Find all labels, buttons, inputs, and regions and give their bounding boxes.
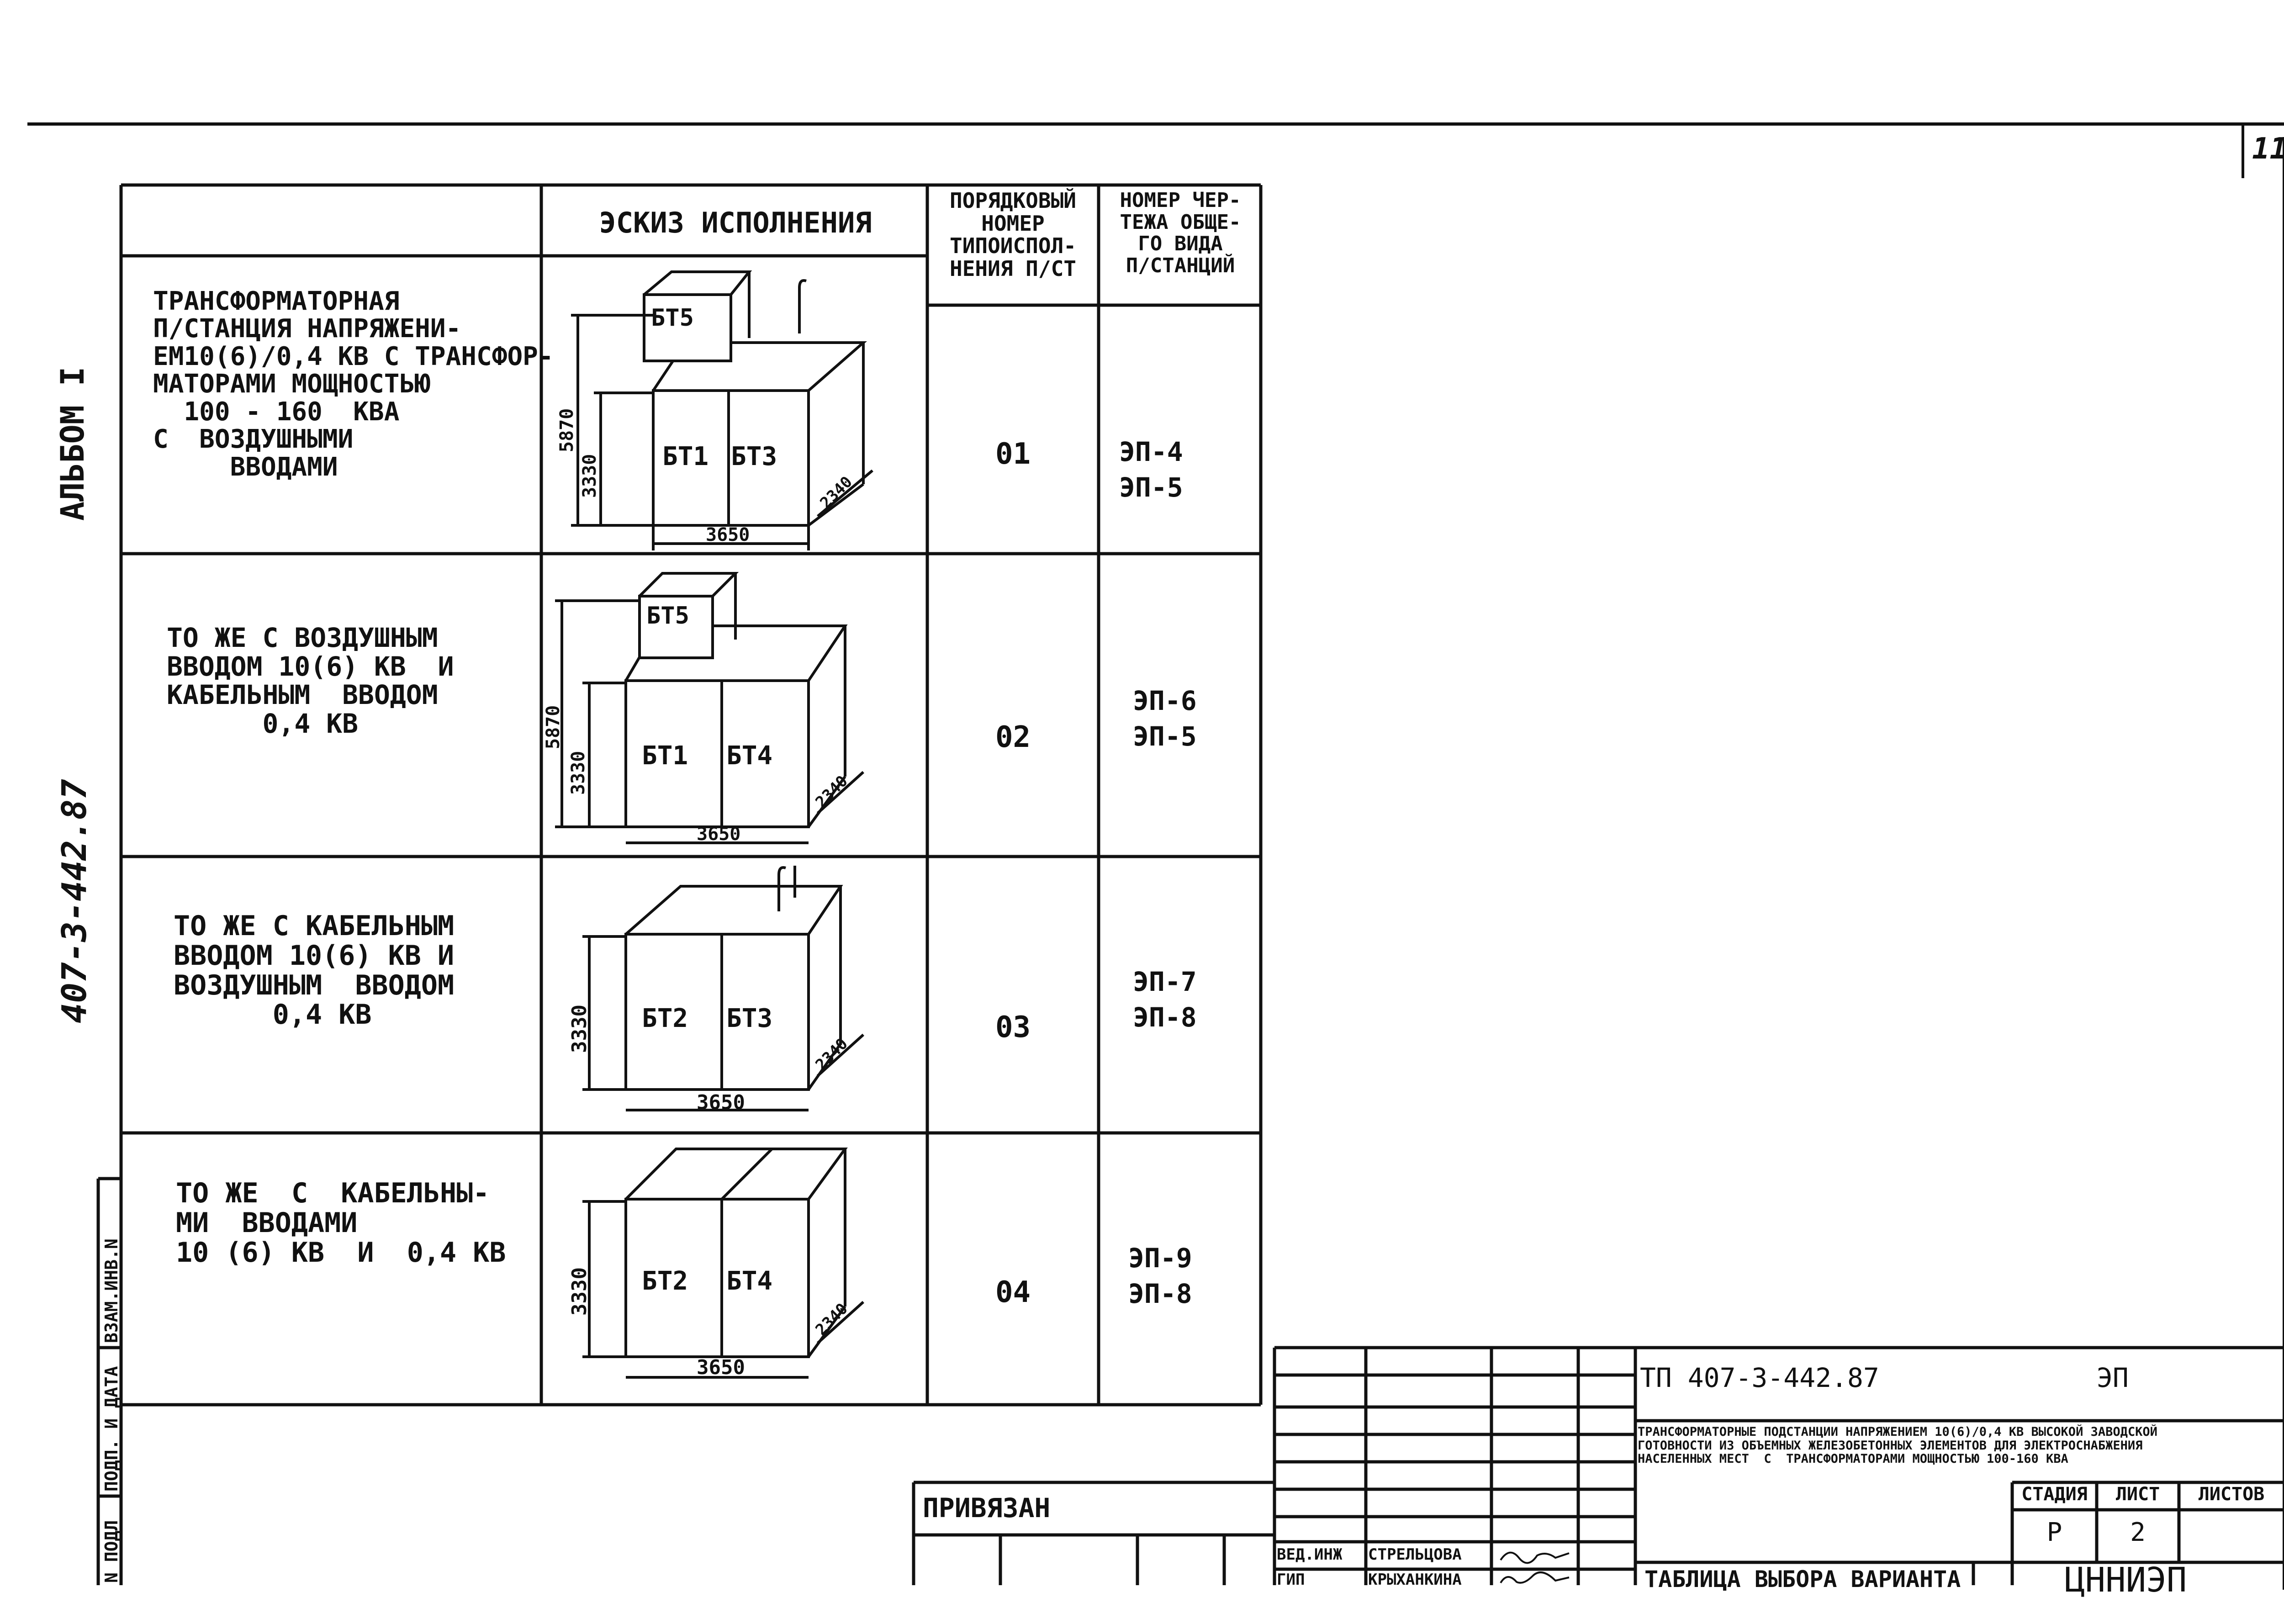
sketch-4-width: 3650 xyxy=(697,1356,745,1379)
row-1-drawings: ЭП-4 ЭП-5 xyxy=(1119,436,1183,503)
title-block-stage-label: СТАДИЯ xyxy=(2021,1484,2088,1505)
signature-2 xyxy=(1496,1569,1574,1587)
sketch-row-4: БТ2 БТ4 3330 3650 2340 xyxy=(544,1137,925,1402)
right-border xyxy=(2283,137,2284,1590)
sketch-row-1: БТ5 БТ1 БТ3 5870 3330 3650 2340 xyxy=(544,260,925,553)
row-2-description: ТО ЖЕ С ВОЗДУШНЫМ ВВОДОМ 10(6) КВ И КАБЕ… xyxy=(167,622,454,739)
sketch-2-width: 3650 xyxy=(697,824,741,845)
sketch-3-right-label: БТ3 xyxy=(726,1004,773,1033)
stamp-col-1: ВЗАМ.ИНВ.N xyxy=(101,1238,122,1343)
sketch-1-height-total: 5870 xyxy=(556,408,577,452)
row-2-drawings: ЭП-6 ЭП-5 xyxy=(1133,685,1197,752)
title-block-sheet-label: ЛИСТ xyxy=(2115,1484,2160,1505)
sketch-1-width: 3650 xyxy=(706,524,750,545)
row-1-description: ТРАНСФОРМАТОРНАЯ П/СТАНЦИЯ НАПРЯЖЕНИ- ЕМ… xyxy=(153,286,554,482)
sketch-2-left-label: БТ1 xyxy=(642,741,688,771)
title-block-section: ЭП xyxy=(2097,1362,2129,1393)
sketch-2-top-label: БТ5 xyxy=(646,602,689,629)
sheet-number: 11 xyxy=(2252,132,2284,166)
row-3-description: ТО ЖЕ С КАБЕЛЬНЫМ ВВОДОМ 10(6) КВ И ВОЗД… xyxy=(174,910,455,1031)
sketch-2-height: 3330 xyxy=(568,751,589,795)
sketch-3-width: 3650 xyxy=(697,1091,745,1114)
role-2: ГИП xyxy=(1277,1571,1305,1589)
title-block-description: ТРАНСФОРМАТОРНЫЕ ПОДСТАНЦИИ НАПРЯЖЕНИЕМ … xyxy=(1638,1425,2157,1466)
sketch-3-left-label: БТ2 xyxy=(642,1004,688,1033)
role-1: ВЕД.ИНЖ xyxy=(1277,1545,1343,1564)
sketch-3-height: 3330 xyxy=(568,1005,591,1053)
sheet-title: ТАБЛИЦА ВЫБОРА ВАРИАНТА xyxy=(1644,1566,1961,1592)
row-3-ordinal: 03 xyxy=(995,1010,1031,1044)
sketch-4-height: 3330 xyxy=(568,1267,591,1316)
sketch-1-left-label: БТ1 xyxy=(662,442,709,471)
sketch-4-left-label: БТ2 xyxy=(642,1266,688,1296)
row-3-drawings: ЭП-7 ЭП-8 xyxy=(1133,966,1197,1033)
row-4-ordinal: 04 xyxy=(995,1275,1031,1309)
stamp-col-3: N ПОДЛ xyxy=(101,1520,122,1583)
bound-label: ПРИВЯЗАН xyxy=(923,1492,1051,1523)
sheet-num-box-left xyxy=(2242,124,2244,178)
title-block-code: ТП 407-3-442.87 xyxy=(1640,1362,1879,1393)
sketch-4-right-label: БТ4 xyxy=(726,1266,773,1296)
sketch-2-right-label: БТ4 xyxy=(726,741,773,771)
title-block-sheet: 2 xyxy=(2130,1518,2146,1547)
sketch-row-2: БТ5 БТ1 БТ4 5870 3330 3650 2340 xyxy=(543,557,925,854)
row-2-ordinal: 02 xyxy=(995,720,1031,754)
sketch-1-top-label: БТ5 xyxy=(651,304,694,332)
top-border xyxy=(27,122,2284,126)
sketch-1-right-label: БТ3 xyxy=(731,442,777,471)
title-block-stage: Р xyxy=(2046,1518,2062,1547)
sketch-2-height-total: 5870 xyxy=(543,705,564,749)
role-2-name: КРЫХАНКИНА xyxy=(1368,1571,1462,1589)
sketch-1-height: 3330 xyxy=(579,454,600,498)
organization: ЦННИЭП xyxy=(2065,1561,2187,1600)
stamp-col-2: ПОДП. И ДАТА xyxy=(101,1366,122,1492)
header-drawing: НОМЕР ЧЕР- ТЕЖА ОБЩЕ- ГО ВИДА П/СТАНЦИЙ xyxy=(1120,189,1241,277)
title-block-sheets-label: ЛИСТОВ xyxy=(2198,1484,2265,1505)
sketch-row-3: БТ2 БТ3 3330 3650 2340 xyxy=(544,861,925,1131)
signature-1 xyxy=(1496,1544,1574,1565)
header-ordinal: ПОРЯДКОВЫЙ НОМЕР ТИПОИСПОЛ- НЕНИЯ П/СТ xyxy=(950,188,1076,281)
header-sketch: ЭСКИЗ ИСПОЛНЕНИЯ xyxy=(599,206,872,239)
row-1-ordinal: 01 xyxy=(995,437,1031,471)
role-1-name: СТРЕЛЬЦОВА xyxy=(1368,1545,1462,1564)
row-4-drawings: ЭП-9 ЭП-8 xyxy=(1128,1243,1192,1310)
row-4-description: ТО ЖЕ С КАБЕЛЬНЫ- МИ ВВОДАМИ 10 (6) КВ И… xyxy=(176,1177,506,1269)
